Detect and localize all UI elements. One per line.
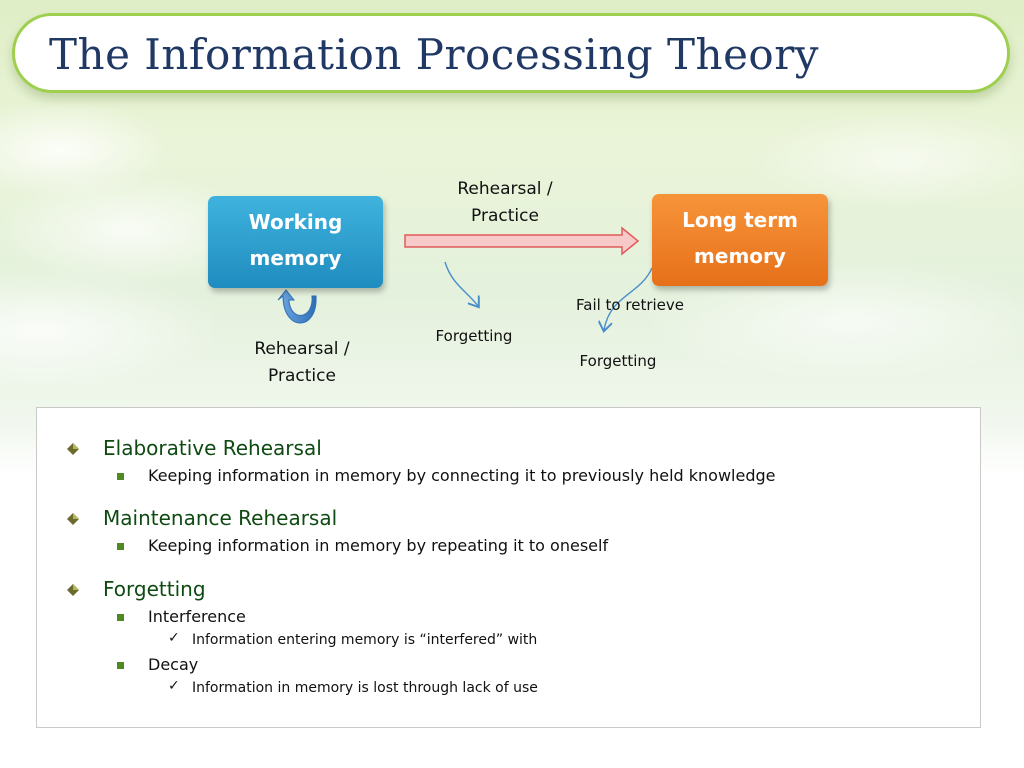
- bullet-sub-interference: Interference: [148, 607, 246, 626]
- fail-to-retrieve-label: Fail to retrieve: [576, 296, 684, 314]
- diamond-bullet-icon: [67, 443, 79, 455]
- bullet-detail-interference: Information entering memory is “interfer…: [192, 632, 538, 648]
- content-box: [36, 407, 981, 728]
- square-bullet-icon: [117, 614, 124, 621]
- working-memory-label-1: Working: [248, 210, 343, 234]
- check-mark-icon: ✓: [168, 678, 180, 694]
- rehearsal-arrow: [404, 226, 640, 256]
- rehearsal-loop-label: Rehearsal / Practice: [236, 336, 368, 390]
- square-bullet-icon: [117, 662, 124, 669]
- check-mark-icon: ✓: [168, 630, 180, 646]
- rehearsal-loop-arrow: [277, 289, 317, 324]
- long-term-memory-label-1: Long term: [682, 208, 798, 232]
- bullet-heading-elaborative: Elaborative Rehearsal: [103, 436, 322, 460]
- working-memory-box: Working memory: [208, 196, 383, 288]
- bullet-sub-decay: Decay: [148, 655, 199, 674]
- square-bullet-icon: [117, 473, 124, 480]
- square-bullet-icon: [117, 543, 124, 550]
- title-bar: The Information Processing Theory: [12, 13, 1010, 93]
- rehearsal-top-label: Rehearsal / Practice: [440, 176, 570, 230]
- bullet-detail-decay: Information in memory is lost through la…: [192, 680, 538, 696]
- bullet-sub-elaborative: Keeping information in memory by connect…: [148, 466, 776, 485]
- rehearsal-top-line1: Rehearsal /: [457, 179, 553, 199]
- bullet-heading-forgetting: Forgetting: [103, 577, 206, 601]
- fail-retrieve-arrow: [604, 267, 653, 330]
- bullet-heading-maintenance: Maintenance Rehearsal: [103, 506, 338, 530]
- forgetting-arrow-left: [444, 261, 478, 306]
- long-term-memory-box: Long term memory: [652, 194, 828, 286]
- rehearsal-loop-line2: Practice: [268, 366, 336, 386]
- slide-title: The Information Processing Theory: [49, 30, 820, 79]
- long-term-memory-label-2: memory: [694, 244, 786, 268]
- rehearsal-top-line2: Practice: [471, 206, 539, 226]
- diagram-arrows: [277, 226, 653, 420]
- rehearsal-loop-line1: Rehearsal /: [254, 339, 350, 359]
- bullet-sub-maintenance: Keeping information in memory by repeati…: [148, 536, 609, 555]
- working-memory-label-2: memory: [249, 246, 342, 270]
- forgetting-right-label: Forgetting: [579, 352, 657, 370]
- diamond-bullet-icon: [67, 584, 79, 596]
- forgetting-left-label: Forgetting: [435, 327, 513, 345]
- diamond-bullet-icon: [67, 513, 79, 525]
